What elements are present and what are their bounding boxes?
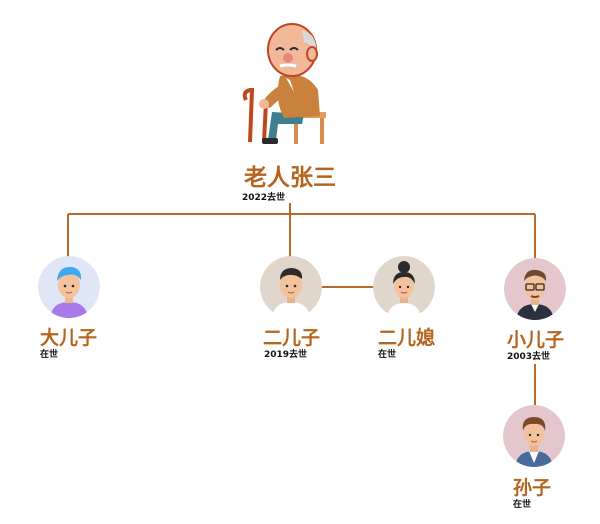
member-name: 大儿子 [40,327,98,349]
member-name: 小儿子 [507,329,565,351]
member-status: 2003去世 [507,352,551,362]
member-status: 在世 [40,350,59,360]
blue-hair-man-avatar [38,256,100,318]
member-name: 二儿子 [263,327,321,349]
elderly-man-illustration [236,20,336,150]
member-status: 在世 [378,350,397,360]
member-name: 二儿媳 [378,327,436,349]
glasses-man-avatar [504,258,566,320]
woman-bun-avatar [373,256,435,318]
dark-hair-man-avatar [260,256,322,318]
member-status: 2019去世 [264,350,308,360]
curly-hair-boy-avatar [503,405,565,467]
member-status: 在世 [513,500,532,510]
root-member-name: 老人张三 [244,165,336,191]
root-member-status: 2022去世 [242,193,286,203]
member-name: 孙子 [513,477,552,499]
